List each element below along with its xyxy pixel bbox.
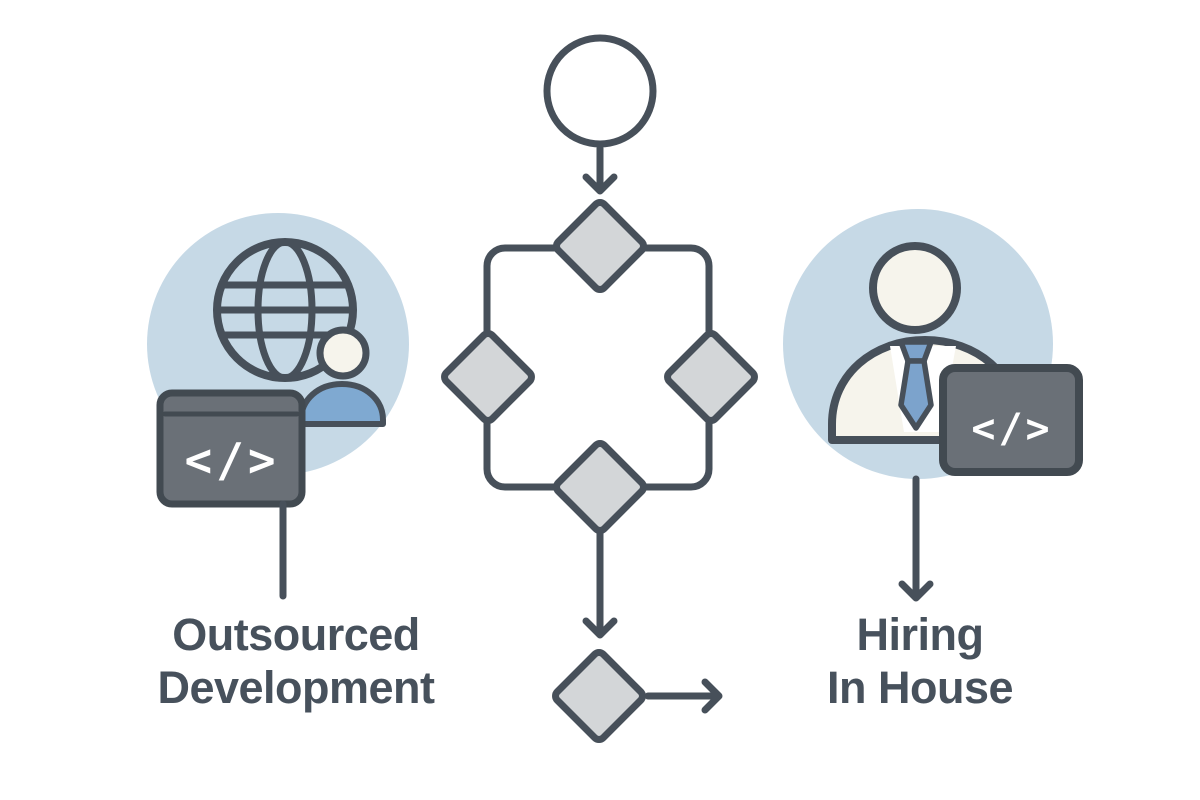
- label-outsourced-line1: Outsourced: [172, 609, 420, 660]
- decision-diamond-bottom: [553, 440, 647, 534]
- decision-diamond-top: [553, 199, 647, 293]
- code-window-icon-right: </>: [939, 364, 1083, 476]
- decision-diamond-final: [552, 649, 646, 743]
- label-outsourced-line2: Development: [157, 662, 435, 713]
- inhouse-illustration: </>: [783, 209, 1083, 602]
- connector-arrow-right-head: [898, 580, 934, 602]
- flow-arrow-down-2-head: [582, 617, 618, 639]
- outsourced-illustration: </>: [147, 213, 409, 600]
- code-window-icon-left: </>: [156, 389, 306, 508]
- decision-diamond-right: [664, 330, 758, 424]
- start-circle-node: [543, 34, 657, 148]
- flow-arrow-right-head: [701, 678, 723, 714]
- label-outsourced: Outsourced Development: [106, 608, 486, 714]
- label-hiring-line1: Hiring: [856, 609, 985, 660]
- tie-body: [898, 358, 934, 431]
- label-hiring: Hiring In House: [750, 608, 1090, 714]
- person-head: [869, 242, 961, 334]
- flow-arrow-down-1-head: [582, 173, 618, 195]
- tie-knot: [898, 339, 934, 364]
- code-glyph-left: </>: [184, 433, 279, 487]
- decision-diamond-left: [441, 330, 535, 424]
- flowchart: [441, 34, 758, 743]
- code-glyph-right: </>: [971, 406, 1052, 452]
- label-hiring-line2: In House: [826, 662, 1014, 713]
